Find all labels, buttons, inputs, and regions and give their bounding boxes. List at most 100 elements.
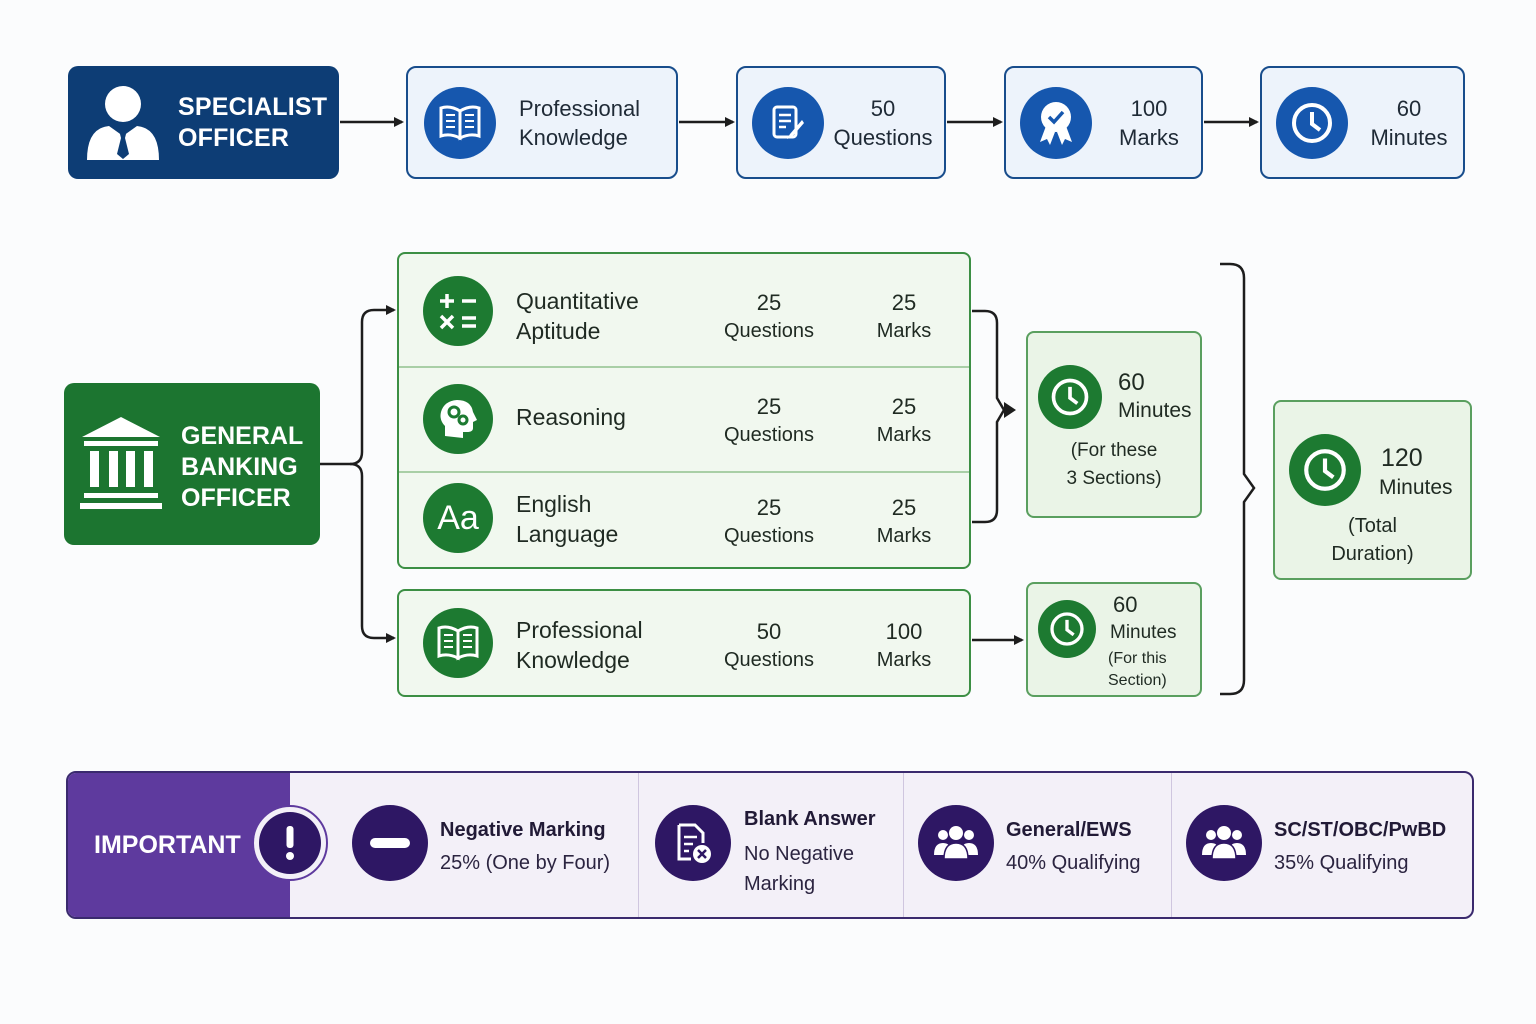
sections-panel: Quantitative Aptitude 25 Questions 25 Ma… (397, 252, 971, 569)
important-label: IMPORTANT (94, 831, 241, 859)
row-divider (399, 366, 969, 368)
bank-building-icon (78, 415, 164, 516)
questions-count: 50 (756, 619, 782, 644)
row-divider (399, 471, 969, 473)
item-separator (1171, 773, 1172, 917)
questions-label: Questions (723, 525, 815, 547)
title-line: BANKING (181, 453, 298, 481)
important-item-general-ews: General/EWS 40% Qualifying (904, 773, 1171, 917)
section-name-line: Aptitude (516, 318, 601, 344)
total-time-box: 120 Minutes (Total Duration) (1273, 400, 1472, 580)
note-line: (For these (1070, 440, 1158, 461)
step-line2: Questions (833, 124, 933, 150)
important-header: IMPORTANT (68, 773, 290, 917)
group-icon (918, 805, 994, 881)
note-line: Duration) (1331, 543, 1414, 565)
marks-label: Marks (876, 424, 932, 446)
questions-label: Questions (723, 320, 815, 342)
section-row-english: Aa English Language 25 Questions 25 Mark… (399, 473, 969, 569)
branch-connector-lower (349, 462, 396, 643)
important-item-sc-st-obc-pwbd: SC/ST/OBC/PwBD 35% Qualifying (1172, 773, 1472, 917)
note-line: Section) (1108, 672, 1167, 689)
branch-connector (320, 305, 396, 466)
so-step-minutes: 60 Minutes (1260, 66, 1465, 179)
general-banking-officer-title: GENERAL BANKING OFFICER (181, 421, 303, 514)
section-name-line: Professional (516, 617, 643, 643)
clock-icon (1038, 365, 1102, 429)
item-title: Negative Marking (440, 819, 606, 841)
questions-count: 25 (756, 394, 782, 419)
item-detail: 40% Qualifying (1006, 852, 1141, 874)
step-line2: Minutes (1370, 124, 1448, 150)
marks-label: Marks (876, 320, 932, 342)
note-line: (Total (1348, 515, 1397, 537)
sections-bracket (972, 309, 1006, 524)
time-value: 120 (1381, 444, 1423, 472)
document-edit-icon (752, 86, 824, 159)
document-cross-icon (655, 805, 731, 881)
brain-gears-icon (423, 384, 493, 454)
section-marks: 25 Marks (849, 288, 959, 346)
time-unit: Minutes (1110, 622, 1177, 643)
step-line2: Marks (1119, 124, 1179, 150)
title-line: SPECIALIST (178, 92, 328, 121)
section-row-reasoning: Reasoning 25 Questions 25 Marks (399, 368, 969, 471)
questions-count: 25 (756, 495, 782, 520)
important-item-blank-answer: Blank Answer No Negative Marking (639, 773, 903, 917)
section-name-line: Knowledge (516, 647, 630, 673)
math-operators-icon (423, 276, 493, 346)
item-title: General/EWS (1006, 819, 1132, 841)
section-name: Professional Knowledge (516, 615, 643, 675)
item-detail: No Negative Marking (744, 839, 854, 899)
award-badge-icon (1020, 86, 1092, 159)
section-marks: 25 Marks (849, 493, 959, 551)
item-detail: 25% (One by Four) (440, 852, 611, 874)
time-value: 60 (1118, 369, 1145, 396)
section-name: Reasoning (516, 402, 626, 432)
questions-label: Questions (723, 424, 815, 446)
item-detail: 35% Qualifying (1274, 852, 1409, 874)
section-questions: 25 Questions (699, 288, 839, 346)
section-marks: 100 Marks (849, 617, 959, 675)
questions-label: Questions (723, 649, 815, 671)
sections-bracket-arrow (1004, 402, 1016, 418)
so-step-marks: 100 Marks (1004, 66, 1203, 179)
marks-count: 25 (891, 394, 917, 419)
so-step-text: 100 Marks (1104, 94, 1194, 152)
note-line: 3 Sections) (1066, 468, 1162, 489)
section-name-line: Quantitative (516, 288, 639, 314)
step-line1: Professional (519, 95, 641, 121)
section-name: Quantitative Aptitude (516, 286, 639, 346)
step-line1: 60 (1396, 95, 1422, 121)
time-note: (For these 3 Sections) (1028, 437, 1200, 493)
item-title: SC/ST/OBC/PwBD (1274, 819, 1447, 841)
so-step-text: 50 Questions (828, 94, 938, 152)
step-line2: Knowledge (519, 124, 628, 150)
section-name: English Language (516, 489, 618, 549)
specialist-officer-header: SPECIALIST OFFICER (68, 66, 339, 179)
marks-count: 100 (885, 619, 923, 644)
item-separator (903, 773, 904, 917)
marks-count: 25 (891, 290, 917, 315)
important-item-negative-marking: Negative Marking 25% (One by Four) (328, 773, 638, 917)
section-row-quantitative: Quantitative Aptitude 25 Questions 25 Ma… (399, 254, 969, 366)
clock-icon (1289, 434, 1361, 506)
section-name-line: English (516, 491, 592, 517)
section-questions: 50 Questions (699, 617, 839, 675)
so-step-professional-knowledge: Professional Knowledge (406, 66, 678, 179)
so-step-questions: 50 Questions (736, 66, 946, 179)
minus-icon (352, 805, 428, 881)
exclamation-icon (252, 805, 328, 881)
professional-knowledge-panel: Professional Knowledge 50 Questions 100 … (397, 589, 971, 697)
open-book-icon (423, 608, 493, 678)
section-questions: 25 Questions (699, 493, 839, 551)
time-unit: Minutes (1379, 476, 1453, 499)
detail-line: Marking (744, 873, 816, 895)
so-step-text: Professional Knowledge (519, 94, 640, 152)
clock-icon (1038, 600, 1096, 658)
section-marks: 25 Marks (849, 392, 959, 450)
time-note: (For this Section) (1108, 648, 1167, 692)
title-line: GENERAL (181, 422, 304, 450)
combined-time-box: 60 Minutes (For these 3 Sections) (1026, 331, 1202, 518)
